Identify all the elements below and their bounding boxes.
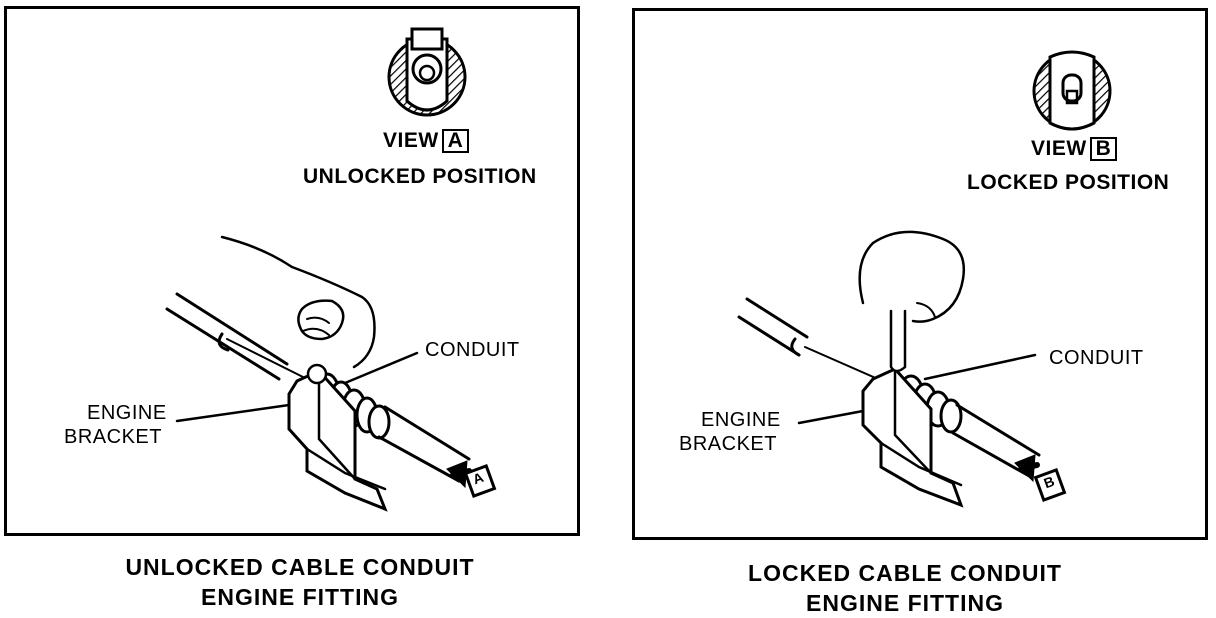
view-b-detail-icon — [1032, 50, 1112, 131]
view-b-arrow-icon — [1033, 468, 1067, 502]
cable-assembly-a — [165, 235, 472, 512]
unlocked-illustration — [165, 27, 497, 512]
locked-caption-line2: ENGINE FITTING — [806, 590, 1004, 616]
cable-assembly-b — [737, 230, 1041, 508]
view-a-detail-icon — [387, 27, 467, 117]
unlocked-caption-line1: UNLOCKED CABLE CONDUIT — [125, 554, 475, 580]
bracket-label-a: BRACKET — [64, 426, 162, 448]
unlocked-caption-line2: ENGINE FITTING — [201, 584, 399, 610]
locked-illustration — [737, 50, 1112, 508]
bracket-label-b: BRACKET — [679, 433, 777, 455]
locked-caption-line1: LOCKED CABLE CONDUIT — [748, 560, 1062, 586]
engine-label-a: ENGINE — [87, 402, 167, 424]
locked-position-label: LOCKED POSITION — [967, 171, 1170, 194]
conduit-label-a: CONDUIT — [425, 339, 520, 361]
engine-label-b: ENGINE — [701, 409, 781, 431]
unlocked-position-label: UNLOCKED POSITION — [303, 165, 537, 188]
conduit-label-b: CONDUIT — [1049, 347, 1144, 369]
view-a-arrow-icon — [463, 464, 497, 498]
unlocked-caption: UNLOCKED CABLE CONDUIT ENGINE FITTING — [100, 552, 500, 612]
locked-caption: LOCKED CABLE CONDUIT ENGINE FITTING — [700, 558, 1110, 618]
